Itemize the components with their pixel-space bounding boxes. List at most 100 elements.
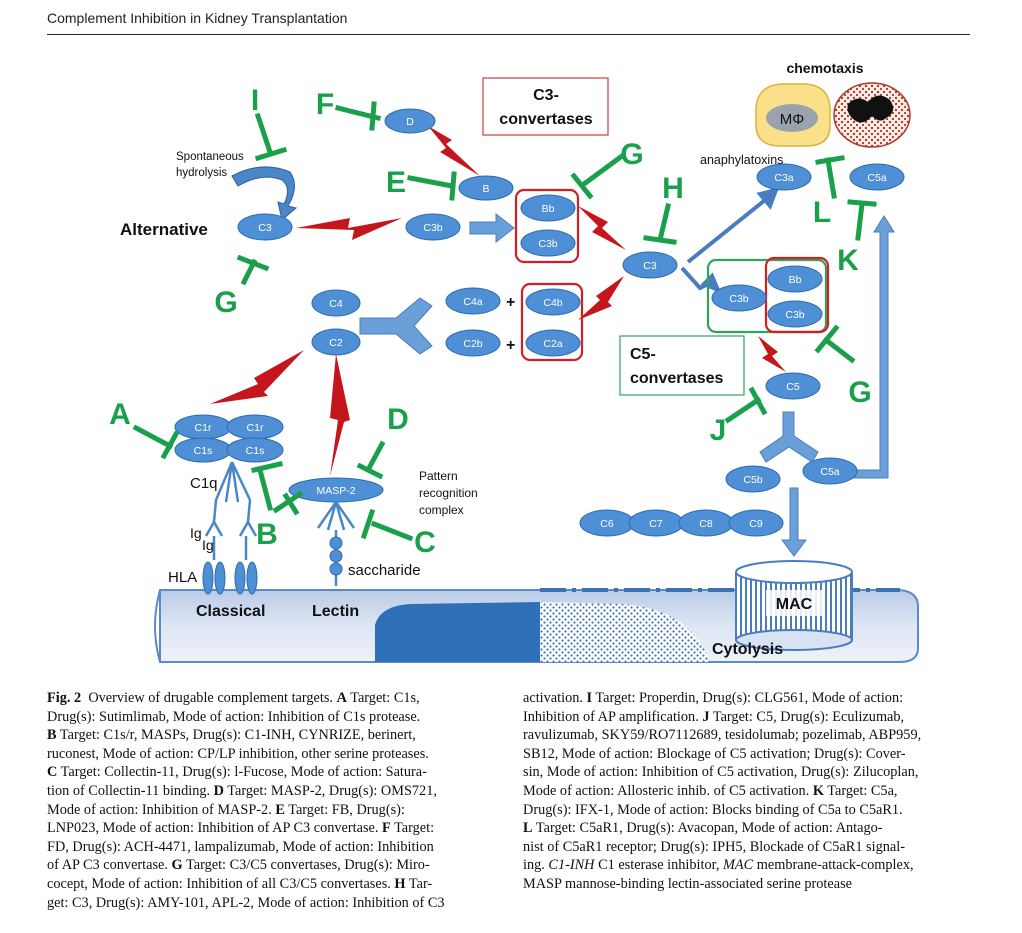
molecule-c4b: C4b (543, 297, 562, 309)
c3-convertases-box (482, 77, 609, 136)
c5-convertases-box (619, 335, 745, 396)
molecule-c8: C8 (699, 518, 713, 530)
cytolysis-label: Cytolysis (712, 641, 783, 658)
c1q-label: C1q (190, 475, 218, 492)
molecule-c3b-c5conv-2: C3b (785, 309, 804, 321)
classical-label: Classical (196, 603, 265, 620)
abbrev-c1inh-def: C1 esterase inhibitor, (598, 857, 720, 874)
molecule-c9: C9 (749, 518, 763, 530)
molecule-masp2: MASP-2 (316, 485, 355, 497)
abbrev-c1inh: C1-INH (548, 857, 595, 874)
plus-sign-2: + (506, 337, 515, 354)
molecule-c2a: C2a (543, 338, 562, 350)
inhibitor-letter-c: C (414, 526, 436, 559)
c3-convertases-label-2: convertases (499, 111, 592, 128)
hla-ovals (202, 561, 258, 595)
caption-line: ruconest, Mode of action: CP/LP inhibiti… (47, 745, 429, 762)
molecule-c3b-c5conv: C3b (729, 293, 748, 305)
caption-letter-i: I (586, 690, 593, 706)
anaphylatoxins-label: anaphylatoxins (700, 153, 783, 167)
caption-letter-k: K (812, 782, 824, 799)
caption-line: SB12, Mode of action: Blockage of C5 act… (523, 745, 906, 762)
molecule-c5: C5 (786, 381, 800, 393)
c5-convertase-red-frame (764, 256, 830, 334)
chemotaxis-label: chemotaxis (786, 60, 863, 76)
caption-line: MASP mannose-binding lectin-associated s… (523, 875, 853, 892)
caption-line: B Target: C1s/r, MASPs, Drug(s): C1-INH,… (47, 727, 416, 744)
inhibitor-letter-g-1: G (620, 138, 643, 171)
molecule-c2b: C2b (463, 338, 482, 350)
inhibitor-letter-l: L (813, 196, 831, 229)
c1q-ig-hla-structure (204, 461, 258, 560)
mac-label: MAC (776, 596, 813, 613)
figure-caption-right: activation. I Target: Properdin, Drug(s)… (523, 689, 975, 894)
caption-letter-c: C (47, 764, 58, 781)
cell-membrane (154, 588, 919, 663)
inhibitor-letter-e: E (386, 166, 406, 199)
inhibitor-letter-f: F (316, 88, 334, 121)
caption-letter-h: H (394, 875, 406, 892)
lectin-label: Lectin (312, 603, 359, 620)
c5-convertase-green-frame (706, 258, 828, 334)
molecule-b: B (482, 183, 489, 195)
caption-line: Mode of action: Inhibition of MASP-2. E … (47, 801, 405, 818)
caption-letter-l: L (523, 820, 533, 837)
caption-line: get: C3, Drug(s): AMY-101, APL-2, Mode o… (47, 894, 445, 911)
mac-pore: MAC (735, 560, 853, 651)
hla-label: HLA (168, 569, 197, 586)
spontaneous-label: Spontaneous (176, 151, 244, 163)
macrophage-label: MΦ (780, 111, 804, 128)
hydrolysis-label: hydrolysis (176, 167, 227, 179)
caption-letter-g: G (171, 857, 183, 874)
molecule-c3a: C3a (774, 172, 793, 184)
inhibitor-letters: I F E G H G A B D C J G L K (109, 84, 872, 559)
caption-letter-b: B (47, 727, 57, 744)
molecule-c1r-a: C1r (195, 422, 212, 434)
alternative-label: Alternative (120, 220, 208, 239)
caption-line: activation. I Target: Properdin, Drug(s)… (523, 690, 904, 706)
saccharide-beads (329, 536, 343, 576)
molecule-d: D (406, 116, 414, 128)
abbrev-mac: MAC (722, 857, 754, 874)
caption-line: ravulizumab, SKY59/RO7112689, tesidoluma… (523, 727, 922, 744)
molecule-c3b-alt: C3b (423, 222, 442, 234)
caption-line: sin, Mode of action: Inhibition of C5 ac… (523, 764, 919, 781)
complement-pathway-figure: MAC Cytolysis Alternative Classical Lect… (109, 60, 919, 663)
inhibitor-letter-i: I (251, 84, 259, 117)
molecule-c5a-bottom: C5a (820, 466, 839, 478)
spontaneous-hydrolysis-arrow (231, 166, 298, 221)
caption-line: Drug(s): Sutimlimab, Mode of action: Inh… (47, 708, 421, 725)
c5-convertases-label-2: convertases (630, 370, 723, 387)
caption-line: C Target: Collectin-11, Drug(s): l-Fucos… (47, 764, 427, 781)
caption-line: ing. C1-INH C1 esterase inhibitor, MAC m… (523, 857, 914, 874)
ig-label-2: Ig (202, 537, 214, 553)
figure-caption-left: Fig. 2 Overview of drugable complement t… (47, 689, 499, 912)
molecule-c2: C2 (329, 337, 343, 349)
molecule-c5b: C5b (743, 474, 762, 486)
caption-letter-d: D (213, 782, 224, 799)
caption-line: Inhibition of AP amplification. J Target… (523, 708, 905, 725)
pattern-label-3: complex (419, 503, 464, 517)
molecule-bb-1: Bb (542, 203, 555, 215)
caption-line: Drug(s): IFX-1, Mode of action: Blocks b… (523, 801, 903, 818)
molecule-c4a: C4a (463, 296, 482, 308)
caption-line: Mode of action: Allosteric inhib. of C5 … (523, 782, 898, 799)
inhibitor-letter-k: K (837, 244, 859, 277)
molecule-c1s-a: C1s (194, 445, 213, 457)
ig-label-1: Ig (190, 525, 202, 541)
inhibitor-letter-h: H (662, 172, 684, 205)
caption-line: Fig. 2 Overview of drugable complement t… (47, 690, 420, 706)
header-rule (47, 34, 970, 35)
caption-letter-f: F (382, 820, 391, 837)
molecule-c1r-b: C1r (247, 422, 264, 434)
inhibitor-letter-g-2: G (214, 286, 237, 319)
molecule-bb-2: Bb (789, 274, 802, 286)
molecules (174, 108, 905, 537)
molecule-labels: D B C3 C3b Bb C3b C3 C3a C5a C4 C2 C4a C… (194, 116, 887, 530)
saccharide-label: saccharide (348, 562, 421, 579)
inhibitor-bars (132, 101, 877, 542)
inhibitor-letter-d: D (387, 403, 409, 436)
molecule-c7: C7 (649, 518, 663, 530)
abbrev-mac-def: membrane-attack-complex, (756, 857, 914, 874)
inhibitor-letter-b: B (256, 518, 278, 551)
